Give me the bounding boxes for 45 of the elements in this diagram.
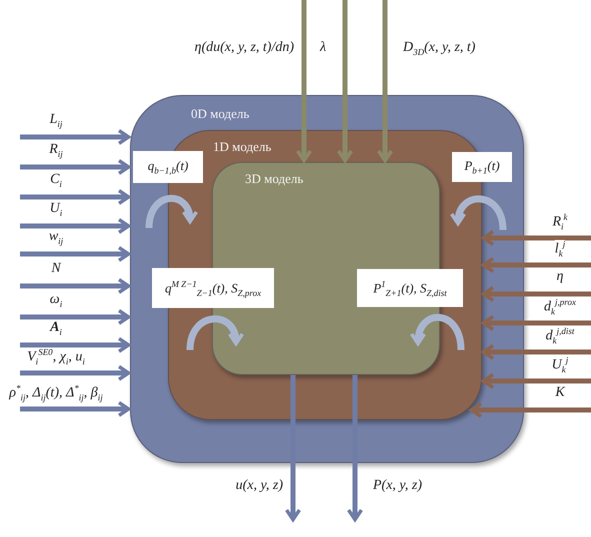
- model-region: [130, 95, 524, 463]
- arrow: [20, 128, 130, 146]
- region-title: 3D модель: [245, 171, 304, 187]
- arrow: [20, 400, 130, 418]
- arrow: [482, 314, 591, 332]
- edge-label: A$_{i}$: [50, 320, 62, 338]
- arrow: [482, 286, 591, 302]
- curved-arrow: [410, 314, 464, 350]
- arrow: [20, 278, 130, 294]
- formula-label: q$_{b−1,b}$(t): [133, 151, 203, 183]
- arrow: [284, 375, 302, 522]
- arrow: [20, 364, 130, 382]
- arrow: [296, 0, 312, 162]
- curved-arrow: [450, 196, 506, 230]
- arrow: [470, 402, 591, 418]
- edge-label: C$_{i}$: [50, 172, 62, 190]
- curved-arrow: [146, 195, 198, 228]
- arrow: [376, 0, 394, 162]
- arrow: [482, 230, 591, 246]
- arrow: [336, 0, 354, 162]
- edge-label: V$_{i}$$^{SE0}$, χ$_{i}$, u$_{i}$: [27, 348, 85, 368]
- arrow: [20, 158, 130, 176]
- arrow: [346, 375, 364, 522]
- arrow: [482, 256, 591, 274]
- edge-label: D$_{3D}$(x, y, z, t): [403, 40, 476, 58]
- edge-label: η(du(x, y, z, t)/dn): [194, 40, 294, 56]
- edge-label: R$_{ij}$: [49, 142, 63, 160]
- edge-label: U$_{i}$: [50, 201, 62, 219]
- arrow: [20, 308, 130, 326]
- edge-label: P(x, y, z): [373, 478, 422, 494]
- arrow: [482, 372, 591, 390]
- edge-label: L$_{ij}$: [50, 112, 62, 130]
- region-title: 0D модель: [191, 106, 250, 122]
- arrow: [20, 246, 130, 262]
- formula-label: P$_{b+1}$(t): [452, 152, 512, 182]
- arrow: [482, 344, 591, 360]
- formula-label: P$^{1}$$_{Z+1}$(t), S$_{Z,dist}$: [357, 269, 463, 307]
- region-title: 1D модель: [213, 139, 272, 155]
- arrow: [20, 336, 130, 354]
- edge-label: ρ$^{*}$$_{ij}$, Δ$_{ij}$(t), Δ$^{*}$$_{ij}$, β$_{ij}$: [9, 384, 103, 404]
- arrow: [20, 218, 130, 234]
- formula-label: q$^{M Z−1}$$_{Z−1}$(t), S$_{Z,prox}$: [152, 268, 274, 308]
- curved-arrow: [186, 316, 244, 350]
- edge-label: u(x, y, z): [236, 478, 283, 494]
- arrow: [20, 188, 130, 206]
